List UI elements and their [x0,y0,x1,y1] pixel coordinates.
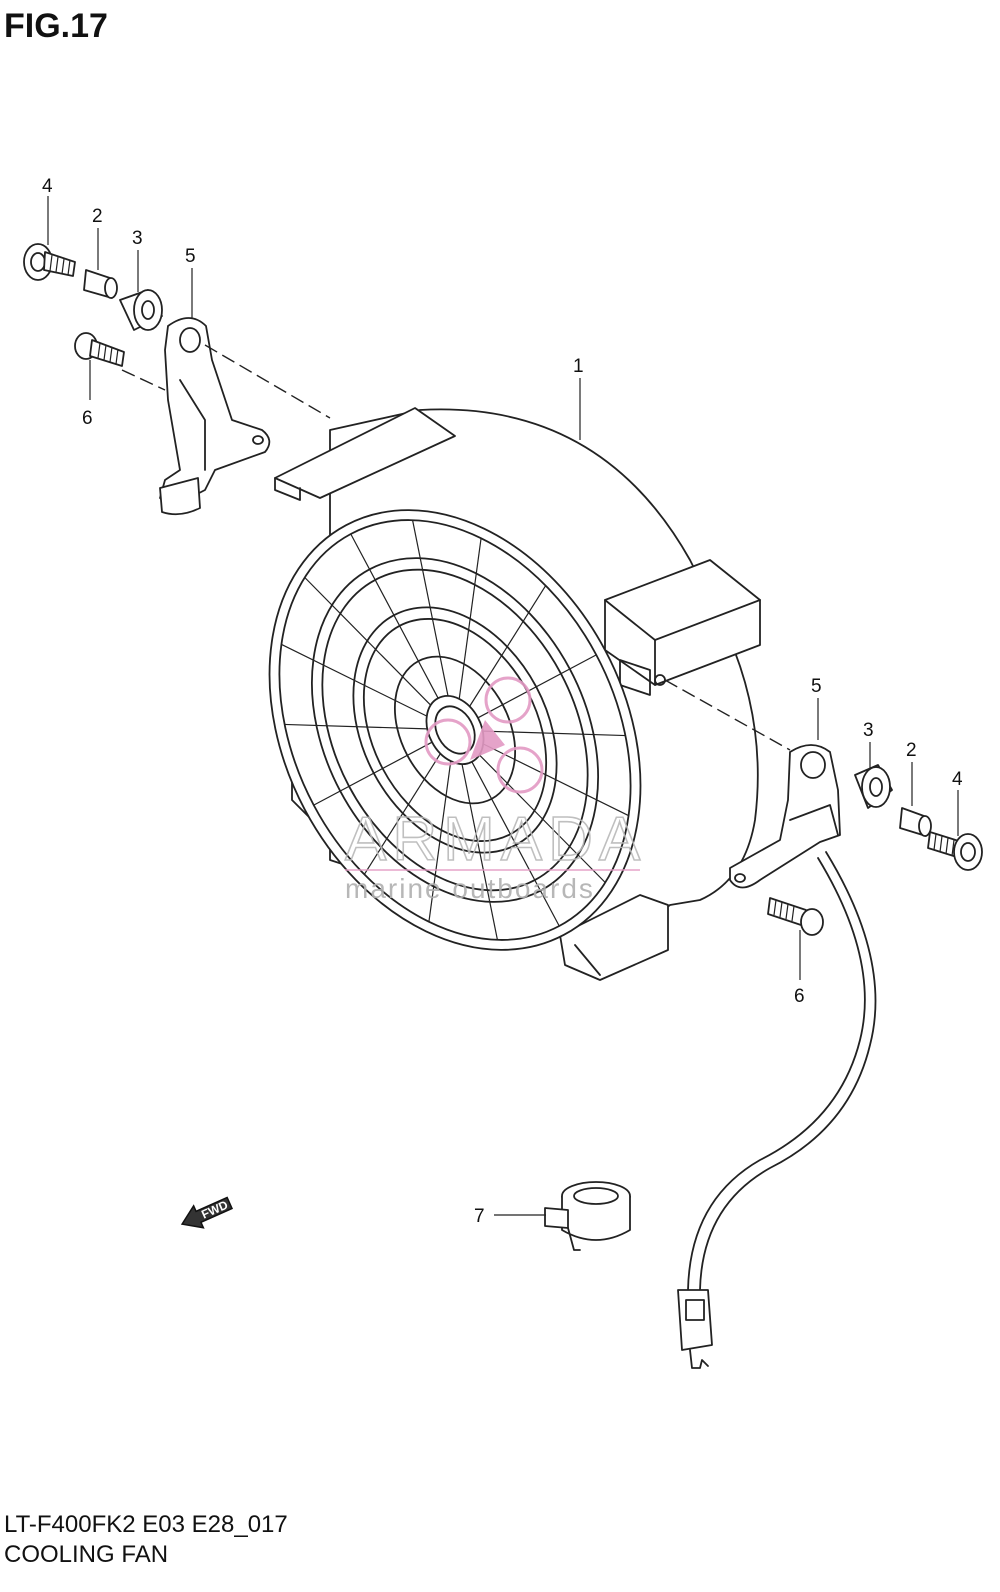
figure-caption: COOLING FAN [4,1541,168,1568]
collar-2-right [899,807,932,837]
forward-direction-marker: FWD [180,1196,234,1229]
wire-clamp-7 [544,1181,631,1251]
callout-1: 1 [573,356,584,377]
bracket-5-left [159,317,271,516]
callout-4-right: 4 [952,769,963,790]
armada-logo-icon [424,676,544,794]
right-bracket-assembly: 5 3 2 4 6 [664,676,983,1007]
bolt-6-right [767,897,824,936]
callout-5-left: 5 [185,246,196,267]
callout-6-left: 6 [82,408,93,429]
callout-3-right: 3 [863,720,874,741]
grommet-3-right [854,764,893,809]
assembly-line-left-upper [204,344,331,419]
bolt-4-left [23,243,76,281]
figure-title: FIG.17 [4,7,108,45]
callout-2-right: 2 [906,740,917,761]
callout-6-right: 6 [794,986,805,1007]
assembly-line-right [664,679,791,751]
callout-5-right: 5 [811,676,822,697]
forward-label: FWD [199,1198,230,1222]
watermark: ARMADA marine outboards [344,676,646,904]
collar-2-left [83,269,118,299]
assembly-line-left-lower [121,369,166,391]
watermark-brand: ARMADA [345,805,646,874]
bracket-5-right [729,744,841,889]
grommet-3-left [119,289,163,331]
fan-wire-harness [677,851,877,1369]
bolt-4-right [927,831,983,871]
callout-4-left: 4 [42,176,53,197]
watermark-tagline: marine outboards [345,873,595,904]
left-bracket-assembly: 4 2 3 5 6 [23,176,331,516]
callout-3-left: 3 [132,228,143,249]
fan-grille [268,509,642,951]
forward-arrow-icon [180,1196,234,1229]
shroud-top-tab [274,407,456,499]
callout-2-left: 2 [92,206,103,227]
bolt-6-left [74,332,125,367]
model-code: LT-F400FK2 E03 E28_017 [4,1511,288,1538]
callout-7: 7 [474,1206,485,1227]
cooling-fan-assembly: 1 [268,356,761,981]
